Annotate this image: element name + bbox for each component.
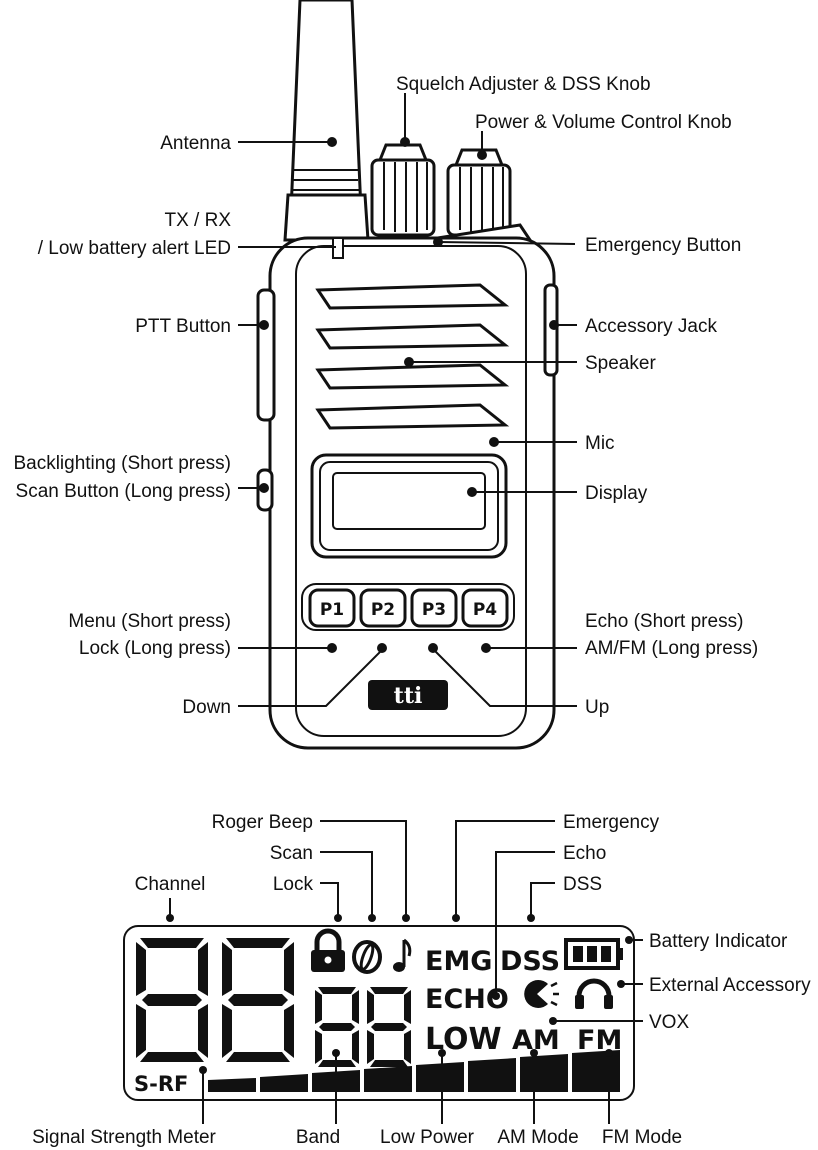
squelch-knob[interactable] <box>370 143 436 237</box>
lcd-callouts <box>166 820 643 1124</box>
label-squelch: Squelch Adjuster & DSS Knob <box>396 74 651 95</box>
p1-label: P1 <box>320 600 344 620</box>
accessory-jack[interactable] <box>543 283 559 377</box>
label-antenna: Antenna <box>160 133 231 154</box>
lcd-low: LOW <box>425 1022 502 1057</box>
label-dss: DSS <box>563 874 602 895</box>
band-digits <box>315 987 411 1067</box>
label-up: Up <box>585 697 609 718</box>
label-mic: Mic <box>585 433 615 454</box>
label-ptt: PTT Button <box>135 316 231 337</box>
signal-strength-meter <box>208 1050 620 1092</box>
label-echo-2: AM/FM (Long press) <box>585 638 758 659</box>
lcd-panel: EMG DSS ECHO LOW AM FM S-RF <box>123 925 635 1101</box>
label-battery: Battery Indicator <box>649 931 788 952</box>
p3-label: P3 <box>422 600 446 620</box>
label-accessory-jack: Accessory Jack <box>585 316 717 337</box>
label-lock: Lock <box>273 874 314 895</box>
label-tx-rx-2: / Low battery alert LED <box>38 238 231 259</box>
label-external-accessory: External Accessory <box>649 975 811 996</box>
label-backlight-2: Scan Button (Long press) <box>16 481 231 502</box>
label-band: Band <box>296 1127 340 1148</box>
label-speaker: Speaker <box>585 353 656 374</box>
label-down: Down <box>182 697 231 718</box>
label-emergency-button: Emergency Button <box>585 235 741 256</box>
label-vox: VOX <box>649 1012 689 1033</box>
lcd-srf: S-RF <box>134 1072 188 1096</box>
label-echo: Echo <box>563 843 606 864</box>
label-fm-mode: FM Mode <box>602 1127 682 1148</box>
ptt-button[interactable] <box>256 288 276 422</box>
radio-device: P1 P2 P3 P4 tti <box>256 0 559 750</box>
battery-icon <box>564 938 623 970</box>
lcd-labels: Roger Beep Scan Lock Channel Emergency E… <box>32 812 811 1148</box>
label-scan: Scan <box>270 843 313 864</box>
p1-button[interactable] <box>308 588 356 628</box>
lcd-dss: DSS <box>500 946 560 977</box>
label-menu-2: Lock (Long press) <box>79 638 231 659</box>
label-backlight-1: Backlighting (Short press) <box>13 453 231 474</box>
label-am-mode: AM Mode <box>497 1127 578 1148</box>
power-volume-knob[interactable] <box>446 148 512 237</box>
p-buttons: P1 P2 P3 P4 <box>308 588 509 628</box>
vox-icon <box>524 980 559 1009</box>
scan-icon <box>352 940 382 974</box>
label-signal-strength: Signal Strength Meter <box>32 1127 216 1148</box>
label-menu-1: Menu (Short press) <box>68 611 231 632</box>
label-roger-beep: Roger Beep <box>212 812 313 833</box>
lcd-emg: EMG <box>425 946 492 977</box>
channel-digits <box>136 938 294 1062</box>
label-tx-rx-1: TX / RX <box>164 210 231 231</box>
speaker-grille <box>315 283 510 430</box>
p4-button[interactable] <box>461 588 509 628</box>
display-screen <box>332 472 486 530</box>
p3-button[interactable] <box>410 588 458 628</box>
headphones-icon <box>575 978 613 1009</box>
p2-button[interactable] <box>359 588 407 628</box>
label-echo-1: Echo (Short press) <box>585 611 743 632</box>
label-display: Display <box>585 483 648 504</box>
radio-labels: Antenna Squelch Adjuster & DSS Knob Powe… <box>13 74 758 718</box>
music-note-icon <box>393 938 412 972</box>
label-power-volume: Power & Volume Control Knob <box>475 112 732 133</box>
label-emergency: Emergency <box>563 812 660 833</box>
radio-callouts <box>238 93 577 707</box>
lock-icon <box>311 928 345 972</box>
logo: tti <box>394 683 423 709</box>
logo-plate <box>368 680 448 710</box>
p4-label: P4 <box>473 600 497 620</box>
label-low-power: Low Power <box>380 1127 475 1148</box>
p2-label: P2 <box>371 600 395 620</box>
label-channel: Channel <box>135 874 206 895</box>
